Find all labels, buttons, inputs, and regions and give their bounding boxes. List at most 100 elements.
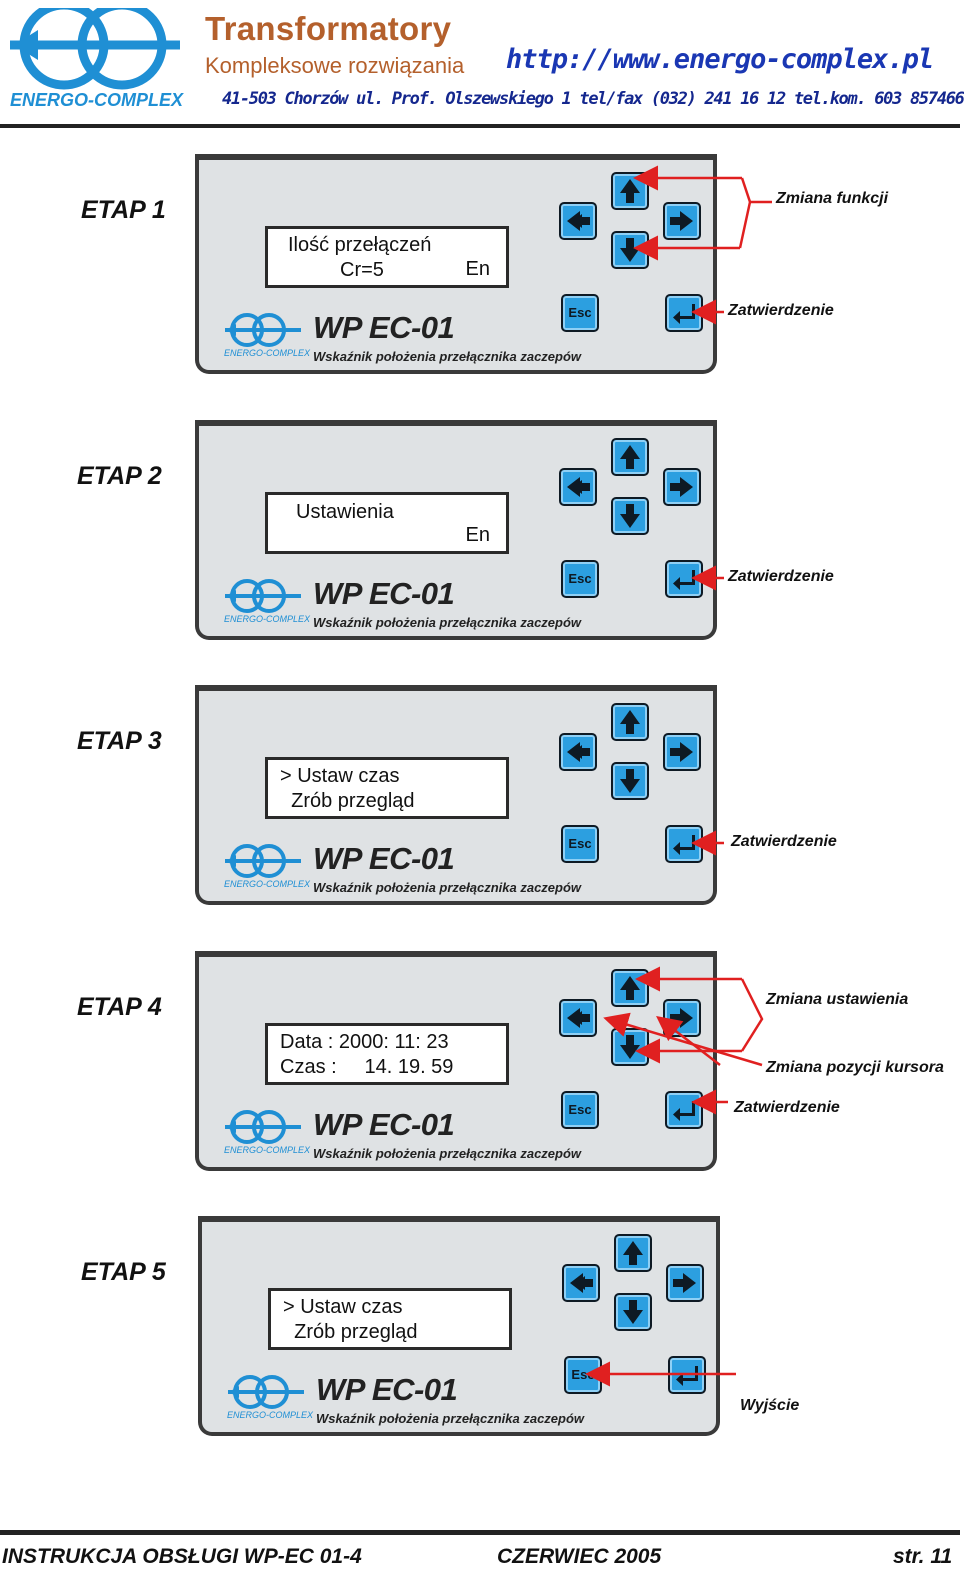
- down-key[interactable]: [611, 497, 649, 535]
- company-logo: ENERGO-COMPLEX: [4, 0, 194, 112]
- annotation-confirm: Zatwierdzenie: [734, 1099, 840, 1116]
- up-key[interactable]: [611, 969, 649, 1007]
- enter-icon: [673, 835, 695, 855]
- lcd-display: Data : 2000: 11: 23 Czas : 14. 19. 59: [265, 1023, 509, 1085]
- logo-text: ENERGO-COMPLEX: [10, 90, 184, 110]
- arrow-left-icon: [567, 477, 590, 497]
- footer-date: CZERWIEC 2005: [497, 1545, 662, 1568]
- right-key[interactable]: [666, 1264, 704, 1302]
- footer-divider: [0, 1530, 960, 1535]
- up-key[interactable]: [611, 172, 649, 210]
- lcd-line-2: Cr=5: [340, 259, 384, 281]
- up-key[interactable]: [614, 1234, 652, 1272]
- arrow-right-icon: [670, 1008, 693, 1028]
- arrow-left-icon: [567, 742, 590, 762]
- down-key[interactable]: [611, 762, 649, 800]
- arrow-up-icon: [620, 710, 640, 734]
- esc-key[interactable]: Esc: [564, 1356, 602, 1394]
- arrow-left-icon: [567, 1008, 590, 1028]
- enter-key[interactable]: [665, 825, 703, 863]
- right-key[interactable]: [663, 733, 701, 771]
- esc-key[interactable]: Esc: [561, 294, 599, 332]
- company-address: 41-503 Chorzów ul. Prof. Olszewskiego 1 …: [222, 89, 964, 109]
- enter-key[interactable]: [668, 1356, 706, 1394]
- arrow-left-icon: [570, 1273, 593, 1293]
- left-key[interactable]: [562, 1264, 600, 1302]
- arrow-down-icon: [623, 1300, 643, 1324]
- device-description: Wskaźnik położenia przełącznika zaczepów: [313, 880, 582, 895]
- lcd-display: Ustawienia En: [265, 492, 509, 554]
- up-key[interactable]: [611, 438, 649, 476]
- right-key[interactable]: [663, 202, 701, 240]
- up-key[interactable]: [611, 703, 649, 741]
- arrow-right-icon: [670, 742, 693, 762]
- brand-logo: ENERGO-COMPLEX: [223, 576, 311, 626]
- stage-5: ETAP 5 > Ustaw czas Zrób przegląd ENERGO…: [0, 1212, 960, 1452]
- footer-page-number: str. 11: [893, 1545, 953, 1568]
- stage-label: ETAP 2: [77, 462, 162, 490]
- arrow-up-icon: [623, 1241, 643, 1265]
- lcd-line-2: Zrób przegląd: [283, 1321, 418, 1343]
- arrow-down-icon: [620, 238, 640, 262]
- annotation-cursor-position: Zmiana pozycji kursora: [766, 1059, 944, 1076]
- device-panel: Ilość przełączeń Cr=5 En ENERGO-COMPLEX …: [195, 154, 717, 374]
- annotation-change-function: Zmiana funkcji: [776, 190, 889, 207]
- arrow-right-icon: [670, 211, 693, 231]
- lcd-display: > Ustaw czas Zrób przegląd: [265, 757, 509, 819]
- lcd-line-2: Czas : 14. 19. 59: [280, 1056, 454, 1078]
- down-key[interactable]: [611, 1028, 649, 1066]
- lcd-line-1: > Ustaw czas: [283, 1296, 403, 1318]
- lcd-line-1: Data : 2000: 11: 23: [280, 1031, 449, 1053]
- header-divider: [0, 124, 960, 128]
- stage-1: ETAP 1 Ilość przełączeń Cr=5 En ENERGO-C…: [0, 150, 960, 390]
- enter-icon: [673, 1101, 695, 1121]
- brand-logo: ENERGO-COMPLEX: [223, 1107, 311, 1157]
- left-key[interactable]: [559, 202, 597, 240]
- brand-logo-text: ENERGO-COMPLEX: [224, 1145, 311, 1155]
- enter-icon: [673, 570, 695, 590]
- enter-icon: [676, 1366, 698, 1386]
- arrow-down-icon: [620, 1035, 640, 1059]
- device-model: WP EC-01: [313, 1107, 455, 1142]
- enter-key[interactable]: [665, 560, 703, 598]
- stage-label: ETAP 4: [77, 993, 162, 1021]
- annotation-confirm: Zatwierdzenie: [731, 833, 837, 850]
- device-description: Wskaźnik położenia przełącznika zaczepów: [313, 615, 582, 630]
- esc-key[interactable]: Esc: [561, 1091, 599, 1129]
- lcd-display: Ilość przełączeń Cr=5 En: [265, 226, 509, 288]
- left-key[interactable]: [559, 999, 597, 1037]
- stage-label: ETAP 1: [81, 196, 166, 224]
- esc-key[interactable]: Esc: [561, 825, 599, 863]
- left-key[interactable]: [559, 733, 597, 771]
- down-key[interactable]: [611, 231, 649, 269]
- right-key[interactable]: [663, 999, 701, 1037]
- device-panel: Data : 2000: 11: 23 Czas : 14. 19. 59 EN…: [195, 951, 717, 1171]
- annotation-change-setting: Zmiana ustawienia: [766, 991, 909, 1008]
- lcd-display: > Ustaw czas Zrób przegląd: [268, 1288, 512, 1350]
- arrow-down-icon: [620, 769, 640, 793]
- brand-logo-text: ENERGO-COMPLEX: [224, 614, 311, 624]
- annotation-confirm: Wyjście: [740, 1397, 800, 1414]
- esc-key[interactable]: Esc: [561, 560, 599, 598]
- brand-logo-text: ENERGO-COMPLEX: [224, 879, 311, 889]
- enter-key[interactable]: [665, 294, 703, 332]
- device-panel: > Ustaw czas Zrób przegląd ENERGO-COMPLE…: [195, 685, 717, 905]
- brand-logo: ENERGO-COMPLEX: [223, 310, 311, 360]
- website-link[interactable]: http://www.energo-complex.pl: [506, 44, 934, 75]
- annotation-confirm: Zatwierdzenie: [728, 568, 834, 585]
- device-model: WP EC-01: [313, 310, 455, 345]
- enter-key[interactable]: [665, 1091, 703, 1129]
- arrow-up-icon: [620, 976, 640, 1000]
- lcd-line-2: Zrób przegląd: [280, 790, 415, 812]
- left-key[interactable]: [559, 468, 597, 506]
- down-key[interactable]: [614, 1293, 652, 1331]
- stage-2: ETAP 2 Ustawienia En ENERGO-COMPLEX WP E…: [0, 416, 960, 656]
- arrow-right-icon: [670, 477, 693, 497]
- arrow-up-icon: [620, 445, 640, 469]
- arrow-up-icon: [620, 179, 640, 203]
- arrow-left-icon: [567, 211, 590, 231]
- device-model: WP EC-01: [316, 1372, 458, 1407]
- footer-manual-title: INSTRUKCJA OBSŁUGI WP-EC 01-4: [2, 1545, 362, 1568]
- stage-4: ETAP 4 Data : 2000: 11: 23 Czas : 14. 19…: [0, 947, 960, 1187]
- right-key[interactable]: [663, 468, 701, 506]
